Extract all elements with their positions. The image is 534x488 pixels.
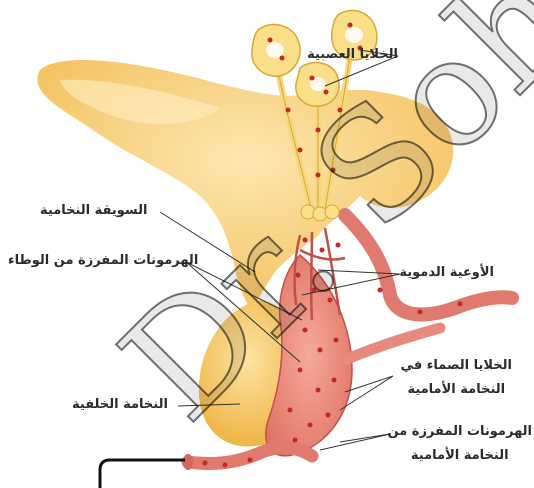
nerve-terminals [301, 205, 339, 221]
label-anterior-cells-line2: النخامة الأمامية [401, 378, 512, 402]
label-hypothalamic-hormones: الهرمونات المفرزة من الوطاء [8, 252, 198, 270]
label-anterior-cells-line1: الخلايا الصماء في [401, 354, 512, 378]
label-blood-vessels: الأوعية الدموية [399, 264, 494, 282]
label-anterior-hormones-line1: الهرمونات المفرزة من [388, 420, 533, 444]
label-neurons: الخلايا العصبية [307, 46, 398, 64]
label-anterior-hormones: الهرمونات المفرزة من النخامة الأمامية [388, 420, 533, 468]
label-posterior-pituitary: النخامة الخلفية [72, 396, 168, 414]
label-anterior-endocrine-cells: الخلايا الصماء في النخامة الأمامية [401, 354, 512, 402]
label-anterior-hormones-line2: النخامة الأمامية [388, 444, 533, 468]
vessel-end [183, 454, 193, 470]
label-pituitary-stalk: السويقة النخامية [40, 202, 148, 220]
corner-bracket [100, 460, 185, 488]
